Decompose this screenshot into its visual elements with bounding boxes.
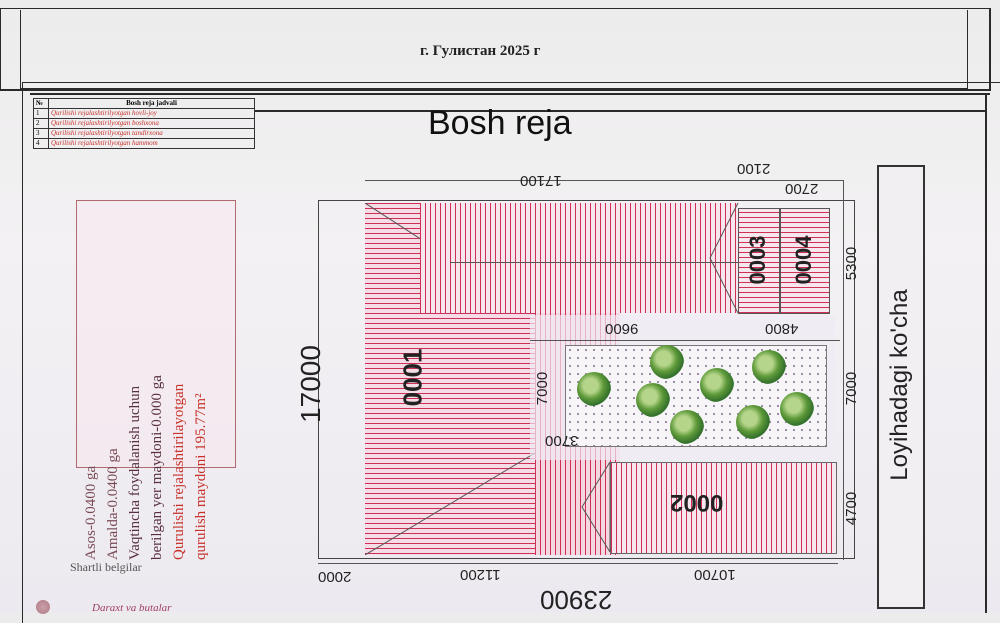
legend-title: Shartli belgilar	[70, 560, 142, 574]
tree-icon	[577, 372, 611, 406]
header-frame	[0, 8, 991, 91]
legend-row-no: 3	[33, 128, 49, 139]
sheet-right-line	[985, 93, 987, 613]
sheet-frame	[22, 82, 1000, 623]
legend-row-no: 4	[33, 138, 49, 149]
zone-0001-label: 0001	[397, 348, 428, 407]
info-line: berilgan yer maydoni-0.000 ga	[149, 375, 165, 560]
plan-title: Bosh reja	[428, 104, 572, 142]
dim-11200: 11200	[460, 566, 501, 583]
dim-17100: 17100	[520, 172, 562, 189]
dim-5300: 5300	[843, 246, 861, 281]
plot-boundary	[318, 200, 855, 559]
legend-row-text: Qurilishi rejalashtirilyotgan tandirxona	[48, 128, 255, 139]
dim-23900: 23900	[540, 585, 613, 615]
dim-2700: 2700	[785, 180, 819, 197]
dim-17000: 17000	[294, 345, 326, 423]
zone-0002-label: 0002	[670, 489, 724, 516]
zone-top-strip-roof	[709, 203, 739, 313]
dim-line-right	[843, 180, 844, 560]
info-line: Amalda-0.0400 ga	[105, 448, 121, 560]
info-line: Qurulishi rejalashtirilayotgan	[171, 383, 187, 560]
dim-3700: 3700	[545, 432, 579, 449]
dim-7000-right: 7000	[843, 371, 861, 406]
legend-row-text: Qurilishi rejalashtirilyotgan hovli-joy	[48, 108, 255, 119]
dim-line-bottom	[318, 563, 838, 564]
sheet-top-line	[255, 110, 985, 112]
zone-top-strip	[420, 203, 738, 313]
tree-icon	[700, 368, 734, 402]
dim-4800: 4800	[765, 320, 799, 337]
zone-0002	[610, 462, 837, 554]
legend-col-title: Bosh reja jadvali	[48, 98, 255, 109]
zone-0003-label: 0003	[745, 235, 770, 285]
header-title: г. Гулистан 2025 г	[420, 43, 541, 59]
info-box-text: Asos-0.0400 ga Amalda-0.0400 ga Vaqtinch…	[80, 226, 230, 560]
legend-row-text: Qurilishi rejalashtirilyotgan boshxona	[48, 118, 255, 129]
dim-10700: 10700	[694, 566, 736, 583]
legend-item: Daraxt va butalar	[92, 602, 172, 614]
legend-tree-icon	[36, 600, 50, 614]
tree-icon	[636, 383, 670, 417]
zone-0004-label: 0004	[791, 235, 816, 285]
legend-row-no: 2	[33, 118, 49, 129]
dim-9600: 9600	[605, 320, 639, 337]
legend-col-no: №	[33, 98, 49, 109]
tree-icon	[752, 350, 786, 384]
zone-0003	[738, 208, 780, 314]
tree-icon	[736, 405, 770, 439]
dim-line-middle	[530, 340, 840, 341]
legend-row-text: Qurilishi rejalashtirilyotgan hammom	[48, 138, 255, 149]
legend-table: № Bosh reja jadvali 1 Qurilishi rejalash…	[33, 98, 255, 149]
dim-line-top	[365, 180, 843, 181]
tree-icon	[670, 410, 704, 444]
street-box	[877, 165, 925, 609]
dim-4700: 4700	[843, 491, 861, 526]
zone-0004	[780, 208, 830, 314]
tree-icon	[650, 345, 684, 379]
info-line: Vaqtincha foydalanish uchun	[127, 385, 143, 560]
legend-row-no: 1	[33, 108, 49, 119]
dim-2000: 2000	[318, 568, 352, 585]
header-inner-frame	[20, 10, 968, 89]
tree-icon	[780, 392, 814, 426]
dim-2100: 2100	[737, 160, 771, 177]
dim-7000-mid: 7000	[534, 371, 552, 406]
sheet-inner-line	[30, 93, 990, 95]
street-label: Loyihadagi ko'cha	[886, 289, 913, 481]
info-box	[76, 200, 236, 468]
zone-top-strip-line	[450, 262, 740, 263]
info-line: qurulish maydoni 195.77m²	[193, 393, 209, 560]
zone-0002-roof	[581, 462, 611, 552]
info-line: Asos-0.0400 ga	[83, 465, 99, 560]
